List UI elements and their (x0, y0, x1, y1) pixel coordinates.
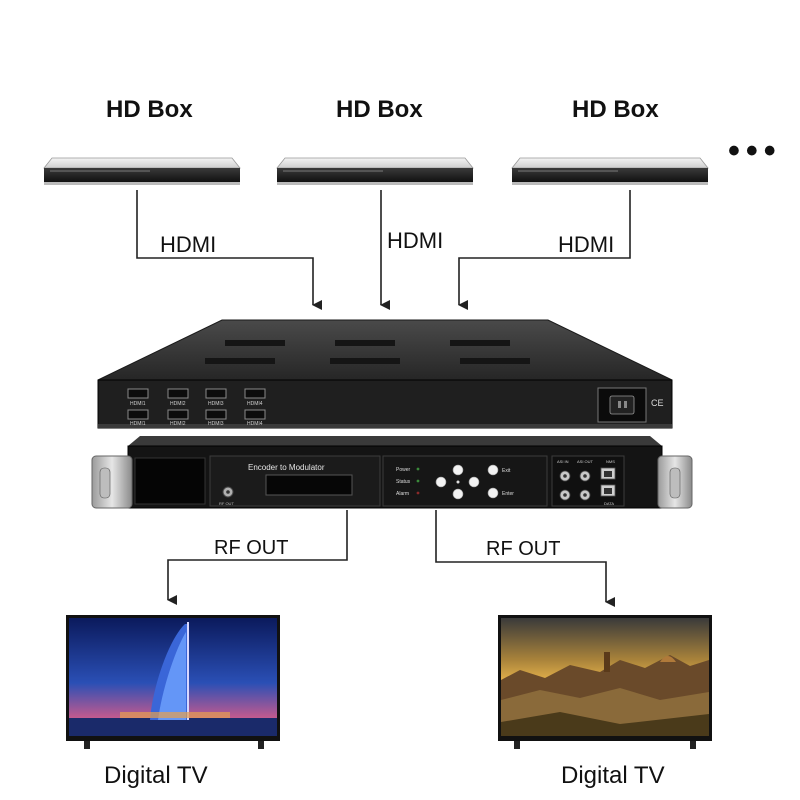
digital-tv-label-2: Digital TV (561, 762, 665, 789)
hdmi-link-label-3: HDMI (558, 232, 615, 257)
status-label-power: Power (396, 467, 411, 473)
rack-ear-left (91, 455, 133, 509)
rear-port-hdmi4-top (244, 388, 266, 399)
front-panel-title: Encoder to Modulator (248, 463, 325, 472)
asi-in-label: ASI IN (557, 459, 569, 464)
hdmi-connectors (136, 190, 631, 310)
status-label-alarm: Alarm (396, 491, 409, 497)
rear-port-label: HDMI1 (130, 401, 146, 407)
lcd-screen (265, 474, 353, 496)
rear-port-hdmi2-bottom (167, 409, 189, 420)
hdmi-link-label-1: HDMI (160, 232, 217, 257)
digital-tv-2 (498, 615, 712, 749)
power-inlet: CE (597, 387, 664, 423)
rear-port-label: HDMI4 (247, 401, 263, 407)
navigation-keypad (435, 464, 499, 500)
rear-hdmi-ports: HDMI1 HDMI2 HDMI3 HDMI4 HDMI1 HDMI2 HDMI… (127, 387, 664, 427)
rear-port-hdmi1-bottom (127, 409, 149, 420)
rf-line-2 (435, 510, 615, 607)
rf-port-label: RF OUT (219, 501, 234, 506)
rf-connectors (167, 510, 615, 607)
digital-tv-1 (66, 615, 280, 749)
key-left (435, 476, 447, 488)
rear-port-label: HDMI3 (208, 421, 224, 427)
rear-port-hdmi4-bottom (244, 409, 266, 420)
rf-out-label-1: RF OUT (214, 537, 289, 559)
digital-tv-label-1: Digital TV (104, 762, 208, 789)
rear-port-hdmi2-top (167, 388, 189, 399)
key-exit (487, 464, 499, 476)
rear-port-label: HDMI3 (208, 401, 224, 407)
hd-box-label-2: HD Box (336, 96, 423, 123)
encoder-front-unit: Encoder to Modulator RF OUT Power Status… (91, 436, 693, 509)
key-right (468, 476, 480, 488)
key-down (452, 488, 464, 500)
nms-label: NMS (606, 459, 615, 464)
ce-mark: CE (651, 398, 664, 408)
hd-box-label-3: HD Box (572, 96, 659, 123)
hdmi-line-1 (136, 190, 322, 310)
rear-port-label: HDMI2 (170, 421, 186, 427)
key-label-exit: Exit (502, 468, 511, 474)
hd-box-3 (511, 157, 709, 185)
key-enter (487, 487, 499, 499)
encoder-rear-unit (97, 319, 673, 429)
rear-port-hdmi3-bottom (205, 409, 227, 420)
data-label: DATA (604, 501, 614, 506)
key-up (452, 464, 464, 476)
hdmi-link-label-2: HDMI (387, 228, 444, 253)
hd-box-label-1: HD Box (106, 96, 193, 123)
rear-port-label: HDMI4 (247, 421, 263, 427)
rf-out-label-2: RF OUT (486, 538, 561, 560)
more-devices-indicator: ••• (728, 132, 782, 170)
asi-out-label: ASI OUT (577, 459, 594, 464)
rear-port-hdmi1-top (127, 388, 149, 399)
hd-box-2 (276, 157, 474, 185)
key-label-enter: Enter (502, 491, 514, 497)
rear-port-label: HDMI2 (170, 401, 186, 407)
rear-port-label: HDMI1 (130, 421, 146, 427)
hdmi-line-3 (458, 190, 631, 310)
rear-port-hdmi3-top (205, 388, 227, 399)
hd-box-1 (43, 157, 241, 185)
rf-line-1 (167, 510, 348, 605)
status-label-status: Status (396, 479, 411, 485)
